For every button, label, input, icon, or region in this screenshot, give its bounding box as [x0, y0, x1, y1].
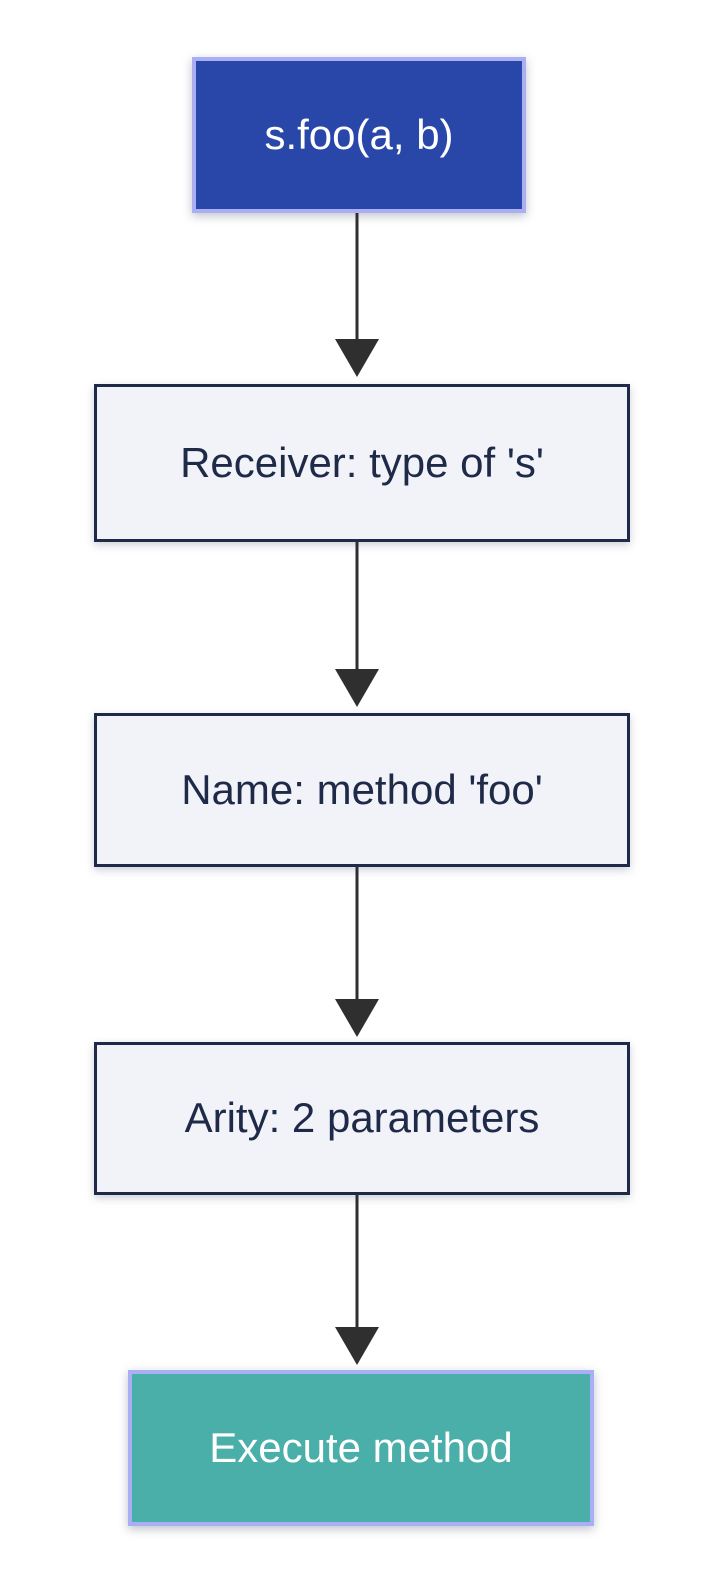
arrow-shaft — [355, 867, 359, 1007]
arrow-shaft — [355, 1195, 359, 1335]
arrow-shaft — [355, 213, 359, 347]
node-arity: Arity: 2 parameters — [94, 1042, 630, 1195]
node-receiver-label: Receiver: type of 's' — [180, 438, 544, 486]
node-execute: Execute method — [128, 1370, 594, 1526]
arrow-name-to-arity — [335, 867, 379, 1037]
node-arity-label: Arity: 2 parameters — [184, 1094, 540, 1142]
arrow-head — [335, 669, 379, 707]
node-execute-label: Execute method — [209, 1423, 513, 1471]
node-method-name: Name: method 'foo' — [94, 713, 630, 867]
arrow-head — [335, 339, 379, 377]
arrow-head — [335, 999, 379, 1037]
arrow-call-to-receiver — [335, 213, 379, 377]
arrow-receiver-to-name — [335, 542, 379, 707]
node-call: s.foo(a, b) — [192, 57, 526, 213]
arrow-shaft — [355, 542, 359, 677]
arrow-arity-to-execute — [335, 1195, 379, 1365]
arrow-head — [335, 1327, 379, 1365]
node-receiver: Receiver: type of 's' — [94, 384, 630, 542]
node-call-label: s.foo(a, b) — [264, 110, 454, 158]
node-method-name-label: Name: method 'foo' — [181, 765, 543, 813]
